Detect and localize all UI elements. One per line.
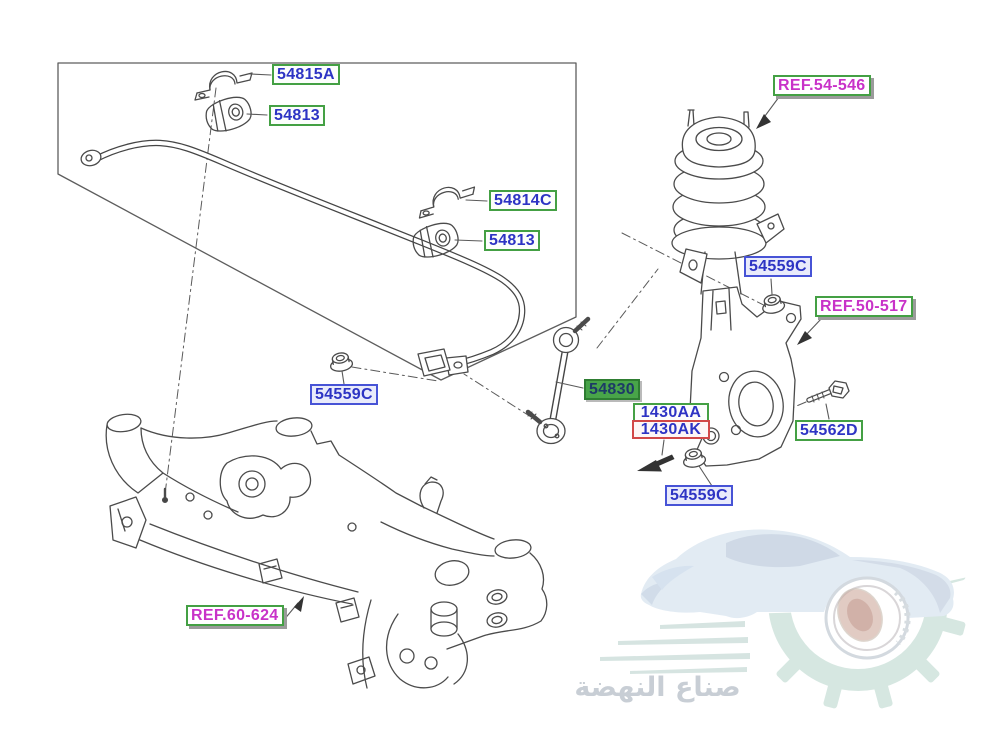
- watermark-logo: [600, 529, 966, 709]
- watermark-car: [640, 529, 954, 619]
- stabilizer-group-outline: [57, 62, 577, 381]
- part-label-54813-upper[interactable]: 54813: [269, 105, 325, 126]
- part-label-54813-lower[interactable]: 54813: [484, 230, 540, 251]
- ref-label-50-517[interactable]: REF.50-517: [815, 296, 913, 317]
- subframe-crossmember: [105, 413, 548, 689]
- part-label-54815A[interactable]: 54815A: [272, 64, 340, 85]
- strut-assembly: [671, 109, 785, 295]
- stabilizer-link: [525, 316, 591, 445]
- part-label-54559C-strut[interactable]: 54559C: [744, 256, 812, 277]
- ref-label-54-546[interactable]: REF.54-546: [773, 75, 871, 96]
- bar-clamp-54815A: [194, 70, 253, 101]
- part-label-54814C[interactable]: 54814C: [489, 190, 557, 211]
- nut-54559C-bar: [327, 350, 355, 374]
- watermark-tire: [824, 576, 911, 660]
- steering-knuckle: [689, 286, 802, 467]
- part-label-54562D[interactable]: 54562D: [795, 420, 863, 441]
- ref-arrowheads: [294, 114, 812, 612]
- watermark-arabic-text: صناع النهضة: [574, 672, 741, 703]
- ref-label-60-624[interactable]: REF.60-624: [186, 605, 284, 626]
- screw-1430: [637, 454, 675, 472]
- part-label-1430AK[interactable]: 1430AK: [632, 420, 710, 439]
- part-label-54559C-bar[interactable]: 54559C: [310, 384, 378, 405]
- part-label-54559C-knuckle[interactable]: 54559C: [665, 485, 733, 506]
- bolt-54562D: [806, 380, 850, 403]
- watermark-speed-lines: [600, 621, 750, 674]
- bar-clamp-54814C: [416, 184, 477, 219]
- part-label-1430AA[interactable]: 1430AA: [633, 403, 709, 422]
- part-label-54830-highlighted[interactable]: 54830: [584, 379, 640, 400]
- stabilizer-bar: [80, 139, 526, 377]
